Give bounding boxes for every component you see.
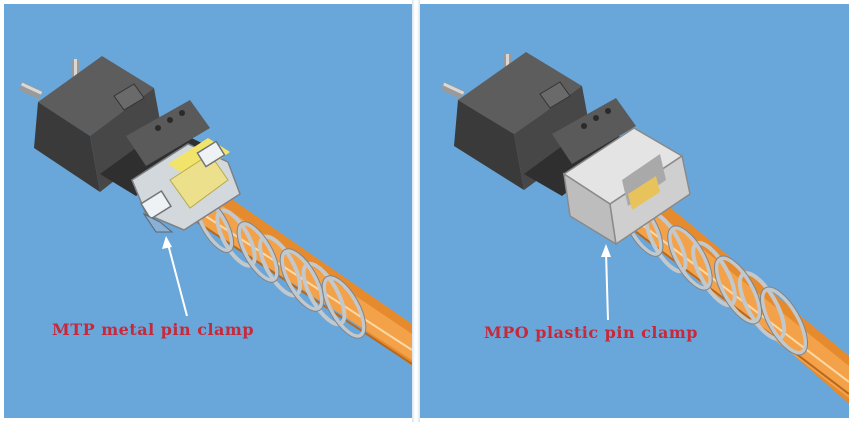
mpo-connector-housing xyxy=(454,52,636,196)
mtp-connector-panel: MTP metal pin clamp xyxy=(4,4,412,418)
mtp-connector-illustration xyxy=(18,56,412,366)
mpo-plastic-pin-clamp xyxy=(562,127,691,246)
mpo-pointer-arrow xyxy=(601,244,611,321)
mtp-metal-pin-clamp-label: MTP metal pin clamp xyxy=(52,320,255,339)
mtp-boot-spring xyxy=(194,195,366,339)
panel-divider xyxy=(412,0,420,422)
mtp-guide-pins xyxy=(18,59,80,100)
mpo-plastic-pin-clamp-label: MPO plastic pin clamp xyxy=(484,323,698,342)
mpo-connector-illustration xyxy=(440,52,849,404)
mtp-pointer-arrow xyxy=(162,236,188,317)
mpo-connector-panel: MPO plastic pin clamp xyxy=(420,4,849,418)
mtp-connector-housing xyxy=(34,56,210,196)
mtp-metal-pin-clamp xyxy=(131,138,241,233)
